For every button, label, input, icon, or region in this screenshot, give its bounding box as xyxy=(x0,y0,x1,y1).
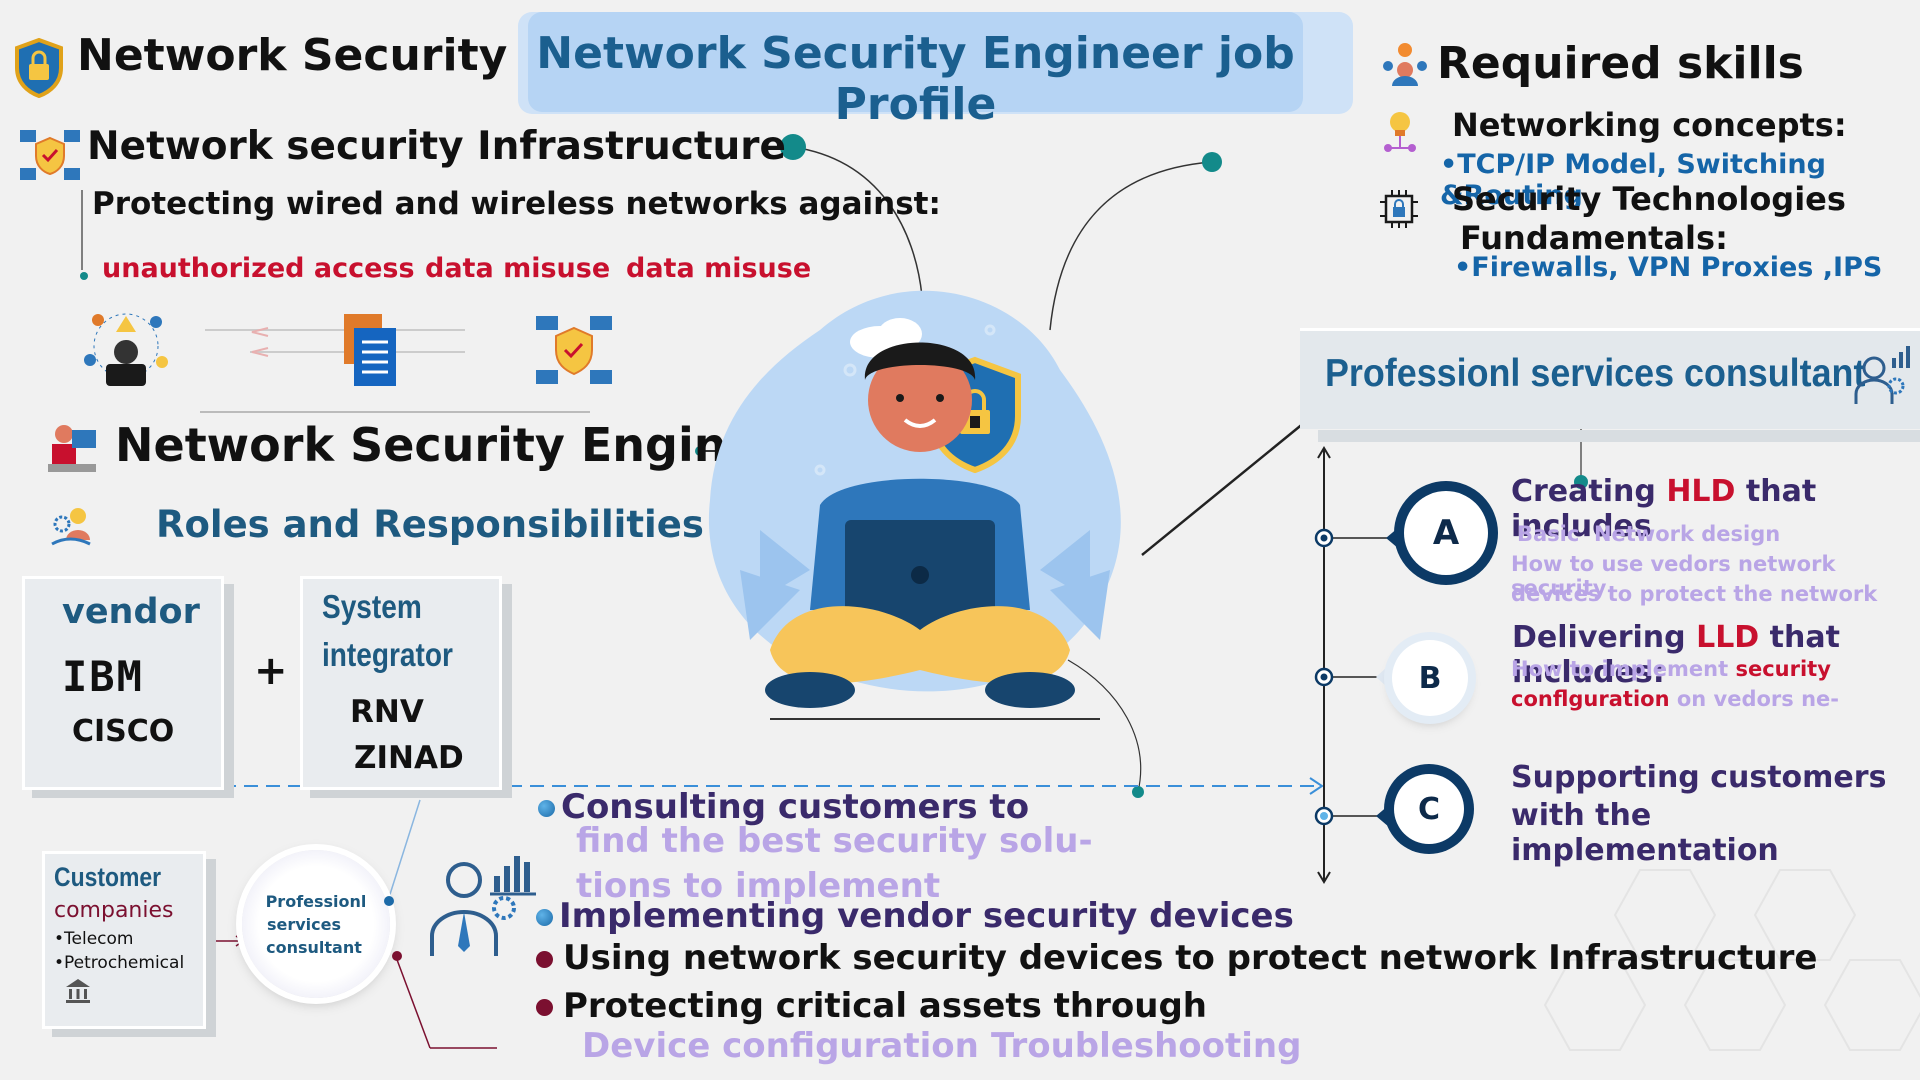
bullet-dot-icon xyxy=(538,800,555,817)
resp-consulting: Consulting customers to xyxy=(538,787,1029,827)
protected-network-icon xyxy=(534,312,614,392)
bullet-maroon-icon xyxy=(536,951,553,968)
threat-unauthorized-access: unauthorized access xyxy=(102,253,415,284)
skill-fundamentals-heading: Fundamentals: xyxy=(1460,219,1728,257)
hacker-icon xyxy=(78,300,174,396)
item-b-label-circle: B xyxy=(1392,640,1468,716)
skill-networking-items: •TCP/IP Model, Switching &Routing xyxy=(1440,149,1826,211)
engineer-title: Network Security Engineer xyxy=(115,418,812,472)
vendor-cisco: CISCO xyxy=(72,714,175,749)
item-c-line2: with the implementation xyxy=(1511,798,1779,868)
customer-box xyxy=(42,851,206,1029)
item-a-label: A xyxy=(1404,491,1488,575)
item-a-title: Creating HLD that includes xyxy=(1511,474,1817,544)
item-b-label: B xyxy=(1418,660,1442,696)
threat-data-misuse-1: data misuse xyxy=(425,253,611,284)
skill-networking-heading: Networking concepts: xyxy=(1452,106,1847,144)
consultant-person-icon xyxy=(424,846,540,960)
resp-implementing: Implementing vendor security devices xyxy=(536,896,1294,936)
required-skills-heading: Required skills xyxy=(1437,38,1804,89)
plus-sign: + xyxy=(254,648,288,694)
consultant-panel-underline xyxy=(1318,430,1920,442)
skill-fundamentals-items: •Firewalls, VPN Proxies ,IPS xyxy=(1454,252,1883,283)
item-a-line1: Basic Network design xyxy=(1517,522,1781,546)
circle-dot-top xyxy=(384,896,394,906)
page-title: Network Security Engineer job Profile xyxy=(536,28,1295,130)
chip-lock-icon xyxy=(1378,188,1420,230)
resp-consulting-sub1: find the best security solu- xyxy=(576,821,1093,861)
shield-lock-icon xyxy=(14,37,64,99)
network-security-heading: Network Security xyxy=(77,30,508,81)
item-c-label: C xyxy=(1394,774,1464,844)
item-a-line2: How to use vedors network security xyxy=(1511,552,1836,600)
consultant-circle-line1: Professionl xyxy=(265,892,367,911)
consultant-chart-icon xyxy=(1852,344,1912,406)
integrator-box xyxy=(300,576,502,790)
lightbulb-network-icon xyxy=(1380,108,1420,154)
resp-protecting: Protecting critical assets through xyxy=(536,986,1207,1026)
vendor-box xyxy=(22,576,224,790)
item-b-title: Delivering LLD that includes: xyxy=(1512,620,1840,690)
threat-data-misuse-2: data misuse xyxy=(626,253,812,284)
consultant-circle-line3: consultant xyxy=(266,938,362,957)
roles-icon xyxy=(50,504,94,548)
item-a-line3: devices to protect the network xyxy=(1511,582,1878,606)
skill-security-tech-heading: Security Technologies xyxy=(1452,180,1846,218)
consultant-panel-header xyxy=(1300,328,1920,429)
customer-telecom: •Telecom xyxy=(54,929,134,949)
customer-subtitle: companies xyxy=(54,898,174,923)
roles-responsibilities-heading: Roles and Responsibilities xyxy=(156,503,704,546)
item-c-line1: Supporting customers xyxy=(1511,760,1887,795)
customer-petrochemical: •Petrochemical xyxy=(54,953,185,973)
documents-icon xyxy=(340,310,404,392)
resp-consulting-sub2: tions to implement xyxy=(576,866,941,906)
infrastructure-subtitle: Protecting wired and wireless networks a… xyxy=(92,186,941,222)
bullet-dot-icon xyxy=(536,909,553,926)
resp-device-config: Device configuration xyxy=(582,1026,979,1066)
infrastructure-title: Network security Infrastructure xyxy=(87,124,786,169)
consultant-circle xyxy=(242,850,390,998)
resp-using: Using network security devices to protec… xyxy=(536,938,1817,978)
item-b-pointer xyxy=(1376,659,1396,695)
bullet-maroon-icon xyxy=(536,999,553,1016)
bank-icon xyxy=(64,977,92,1005)
vendor-title: vendor xyxy=(62,592,200,632)
consultant-circle-line2: services xyxy=(266,915,342,934)
integrator-zinad: ZINAD xyxy=(354,740,464,776)
engineer-illustration xyxy=(708,290,1121,720)
item-b-line2: conflguration on vedors ne- xyxy=(1511,687,1839,711)
vendor-ibm: IBM xyxy=(62,652,144,701)
item-b-line1: How to implement security xyxy=(1511,657,1831,681)
integrator-title-line1: System xyxy=(322,588,422,625)
integrator-title-line2: integrator xyxy=(322,636,453,673)
circle-dot-bottom xyxy=(392,951,402,961)
resp-troubleshooting: Troubleshooting xyxy=(991,1026,1302,1066)
arrow-left-icon xyxy=(248,322,308,362)
team-skills-icon xyxy=(1380,38,1430,88)
network-shield-icon xyxy=(18,124,82,188)
customer-title: Customer xyxy=(54,862,162,892)
engineer-worker-icon xyxy=(44,420,100,476)
integrator-rnv: RNV xyxy=(350,694,424,730)
consultant-panel-title: Professionl services consultant xyxy=(1325,352,1866,395)
title-banner-inner xyxy=(528,12,1303,112)
